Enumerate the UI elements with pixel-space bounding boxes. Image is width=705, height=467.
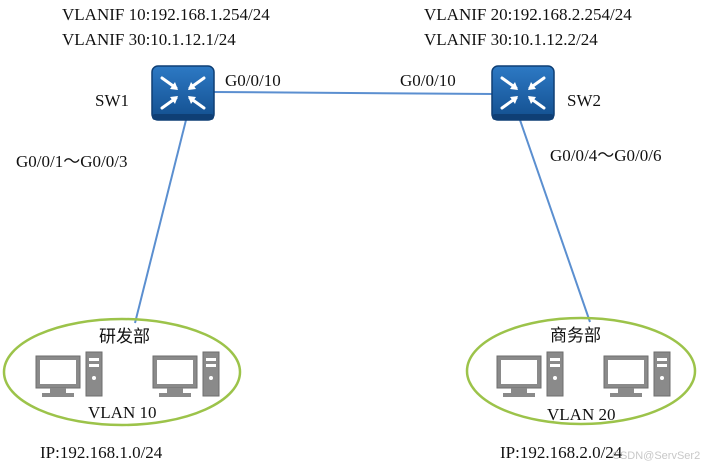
dept-rd-ip: IP:192.168.1.0/24 [40, 443, 163, 462]
pc-icon [603, 351, 671, 398]
watermark: CSDN@ServSer2 [612, 450, 701, 462]
sw1-vlanif-30: VLANIF 30:10.1.12.1/24 [62, 30, 236, 49]
sw2-vlanif-20: VLANIF 20:192.168.2.254/24 [424, 5, 632, 24]
dept-biz-vlan: VLAN 20 [547, 405, 616, 424]
pc-icon [496, 351, 564, 398]
trunk-link [213, 91, 495, 95]
pc-icon [152, 351, 220, 398]
sw2-name: SW2 [567, 91, 601, 110]
dept-biz-ip: IP:192.168.2.0/24 [500, 443, 623, 462]
dept-rd-name: 研发部 [99, 327, 150, 347]
switch-icon [150, 64, 216, 122]
sw2-vlanif-30: VLANIF 30:10.1.12.2/24 [424, 30, 598, 49]
switch-icon [490, 64, 556, 122]
sw1-access-link [134, 119, 187, 324]
sw1-name: SW1 [95, 91, 129, 110]
sw1-uplink-port: G0/0/10 [225, 71, 281, 90]
sw1-vlanif-10: VLANIF 10:192.168.1.254/24 [62, 5, 270, 24]
dept-rd-vlan: VLAN 10 [88, 403, 157, 422]
sw2-uplink-port: G0/0/10 [400, 71, 456, 90]
sw2-access-link [519, 119, 591, 323]
dept-rd-group [2, 317, 242, 427]
pc-icon [35, 351, 103, 398]
sw2-access-ports: G0/0/4～G0/0/6 [550, 146, 662, 165]
dept-biz-name: 商务部 [550, 326, 601, 346]
sw1-access-ports: G0/0/1～G0/0/3 [16, 152, 128, 171]
dept-biz-group [465, 316, 697, 426]
